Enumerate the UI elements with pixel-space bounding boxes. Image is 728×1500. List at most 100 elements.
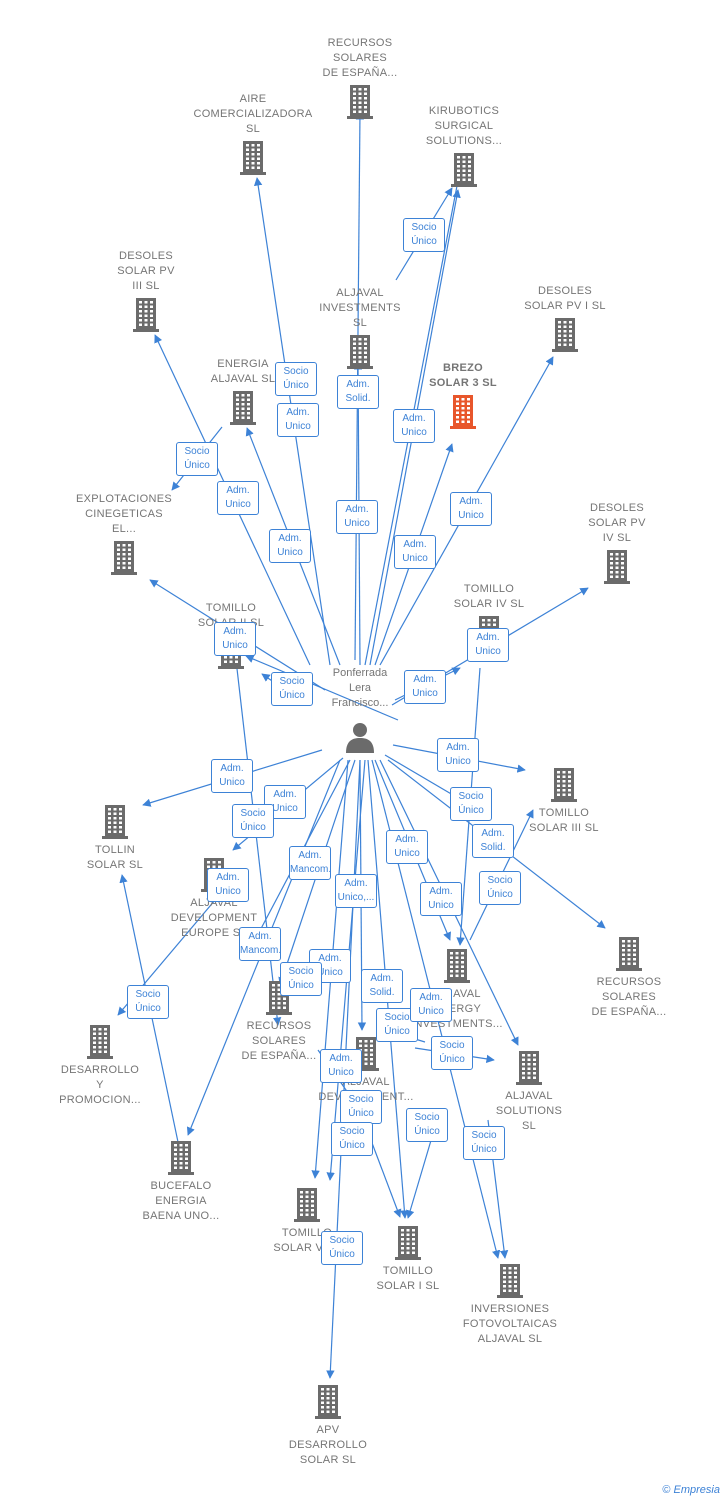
role-badge-line: Único <box>240 822 266 833</box>
building-icon <box>451 153 477 187</box>
role-badge[interactable]: Adm.Unico <box>467 628 509 662</box>
role-badge[interactable]: Adm.Mancom. <box>289 846 331 880</box>
company-label-line: FOTOVOLTAICAS <box>462 1318 558 1330</box>
person-name-line-3: Francisco... <box>331 697 389 709</box>
role-badge[interactable]: Adm.Solid. <box>361 969 403 1003</box>
role-badge-line: Adm. <box>459 496 483 507</box>
role-badge[interactable]: Adm.Unico <box>393 409 435 443</box>
role-badge[interactable]: Adm.Solid. <box>472 824 514 858</box>
company-label-line: SOLAR III SL <box>529 822 599 834</box>
person-name-line-1: Ponferrada <box>332 667 388 679</box>
role-badge[interactable]: Adm.Unico <box>404 670 446 704</box>
company-label-line: DE ESPAÑA... <box>241 1050 317 1062</box>
role-badge-line: Adm. <box>429 886 453 897</box>
company-label-line: EL... <box>111 523 137 535</box>
building-icon <box>552 318 578 352</box>
role-badge-line: Adm. <box>329 1053 353 1064</box>
role-badge[interactable]: Adm.Unico <box>320 1049 362 1083</box>
building-icon <box>551 768 577 802</box>
role-badge[interactable]: Adm.Unico <box>450 492 492 526</box>
company-label-line: BREZO <box>443 362 483 374</box>
role-badge[interactable]: Adm.Unico <box>309 949 351 983</box>
role-badge-line: Adm. <box>318 953 342 964</box>
company-label-line: BUCEFALO <box>150 1180 212 1192</box>
watermark[interactable]: © Empresia <box>662 1484 720 1496</box>
role-badge[interactable]: Adm.Unico <box>410 988 452 1022</box>
role-badge[interactable]: Adm.Unico <box>211 759 253 793</box>
company-label-line: APV <box>316 1424 340 1436</box>
role-badge[interactable]: Adm.Unico <box>420 882 462 916</box>
building-icon <box>102 805 128 839</box>
role-badge-line: Adm. <box>248 931 272 942</box>
company-label-line: ALJAVAL SL <box>477 1333 543 1345</box>
role-badge-line: Único <box>384 1026 410 1037</box>
role-badge[interactable]: Adm.Solid. <box>337 375 379 409</box>
person-node[interactable]: Ponferrada Lera Francisco... <box>300 666 420 753</box>
role-badge[interactable]: Adm.Unico <box>217 481 259 515</box>
role-badge[interactable]: Adm.Unico <box>269 529 311 563</box>
role-badge[interactable]: Adm.Unico <box>336 500 378 534</box>
role-badge[interactable]: Adm.Unico <box>386 830 428 864</box>
role-badge[interactable]: Adm.Unico <box>277 403 319 437</box>
role-badge-line: Único <box>471 1144 497 1155</box>
role-badge-line: Unico <box>344 518 370 529</box>
role-badge-line: Socio <box>279 676 305 687</box>
role-badge[interactable]: Adm.Mancom. <box>239 927 281 961</box>
company-label-line: ALJAVAL SL <box>210 373 276 385</box>
role-badge-line: Adm. <box>273 789 297 800</box>
role-badge[interactable]: Adm.Unico <box>394 535 436 569</box>
role-badge-line: Único <box>135 1003 161 1014</box>
role-badge-line: Socio <box>471 1130 497 1141</box>
role-badge-line: Adm. <box>226 485 250 496</box>
company-label-line: TOMILLO <box>463 583 515 595</box>
brand-name: Empresia <box>673 1484 720 1496</box>
role-badge-line: Adm. <box>298 850 322 861</box>
role-badge[interactable]: Adm.Unico,... <box>335 874 377 908</box>
role-badge[interactable]: Adm.Unico <box>437 738 479 772</box>
company-label-line: SOLARES <box>601 991 657 1003</box>
role-badge[interactable]: Adm.Unico <box>207 868 249 902</box>
company-label-line: SL <box>245 123 261 135</box>
company-label-line: EUROPE SL <box>181 927 247 939</box>
role-badge-line: Único <box>487 889 513 900</box>
role-badge[interactable]: Adm.Unico <box>214 622 256 656</box>
role-badge[interactable]: Adm.Unico <box>264 785 306 819</box>
building-icon <box>240 141 266 175</box>
